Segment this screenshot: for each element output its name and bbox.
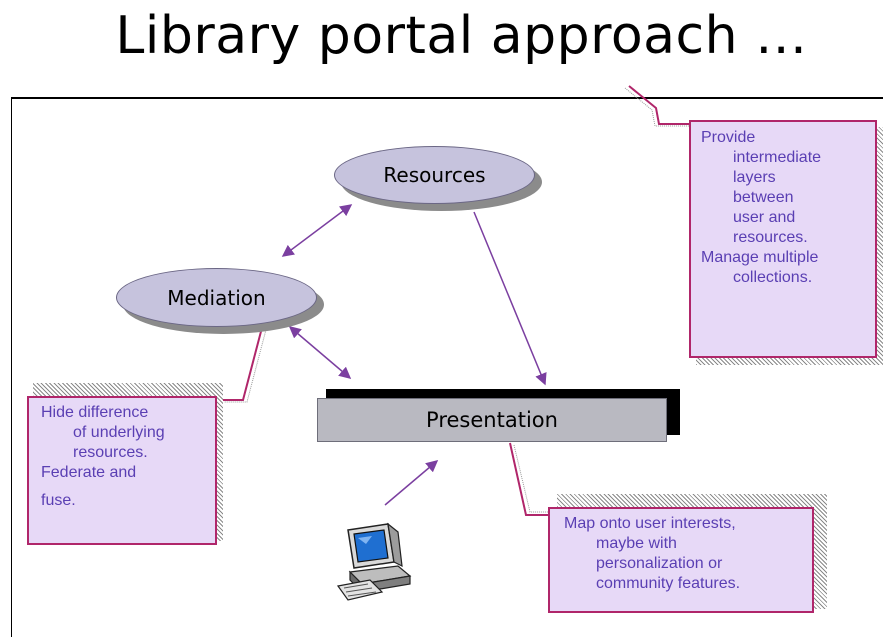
frame-top-border [11,97,883,99]
callout-line: maybe with [596,535,677,552]
mediation-label: Mediation [167,285,266,310]
arrow-mediation-resources [281,204,353,257]
callout-line: Hide difference [41,404,149,421]
callout-line: community features. [596,575,741,592]
callout-line: resources. [73,444,148,461]
mediation-node: Mediation [116,268,317,327]
callout-bottom-right: Map onto user interests, maybe with pers… [548,507,814,613]
arrow-resources-presentation [473,211,547,386]
callout-line: Federate and [41,464,137,481]
leader-bottom-right [509,442,550,516]
callout-line: resources. [733,229,808,246]
callout-line: user and [733,209,796,226]
leader-top-right [624,85,692,127]
callout-line: collections. [733,269,813,286]
arrow-computer-presentation [384,460,439,506]
callout-line: Provide [701,129,756,146]
presentation-label: Presentation [426,408,558,432]
resources-label: Resources [383,163,486,187]
callout-line: intermediate [733,149,822,166]
callout-left: Hide difference of underlying resources.… [27,396,217,545]
callout-line: fuse. [41,492,76,509]
callout-top-right: Provide intermediate layers between user… [689,120,877,358]
arrow-mediation-presentation [288,326,352,379]
callout-line: between [733,189,794,206]
callout-line: layers [733,169,776,186]
leader-left [222,319,269,403]
callout-line: of underlying [73,424,165,441]
presentation-node: Presentation [317,398,667,442]
callout-line: Map onto user interests, [564,515,736,532]
callout-line: personalization or [596,555,723,572]
page-title: Library portal approach … [115,6,808,66]
computer-icon [336,522,412,601]
resources-node: Resources [334,146,535,204]
frame-left-border [11,97,12,637]
callout-line: Manage multiple [701,249,819,266]
